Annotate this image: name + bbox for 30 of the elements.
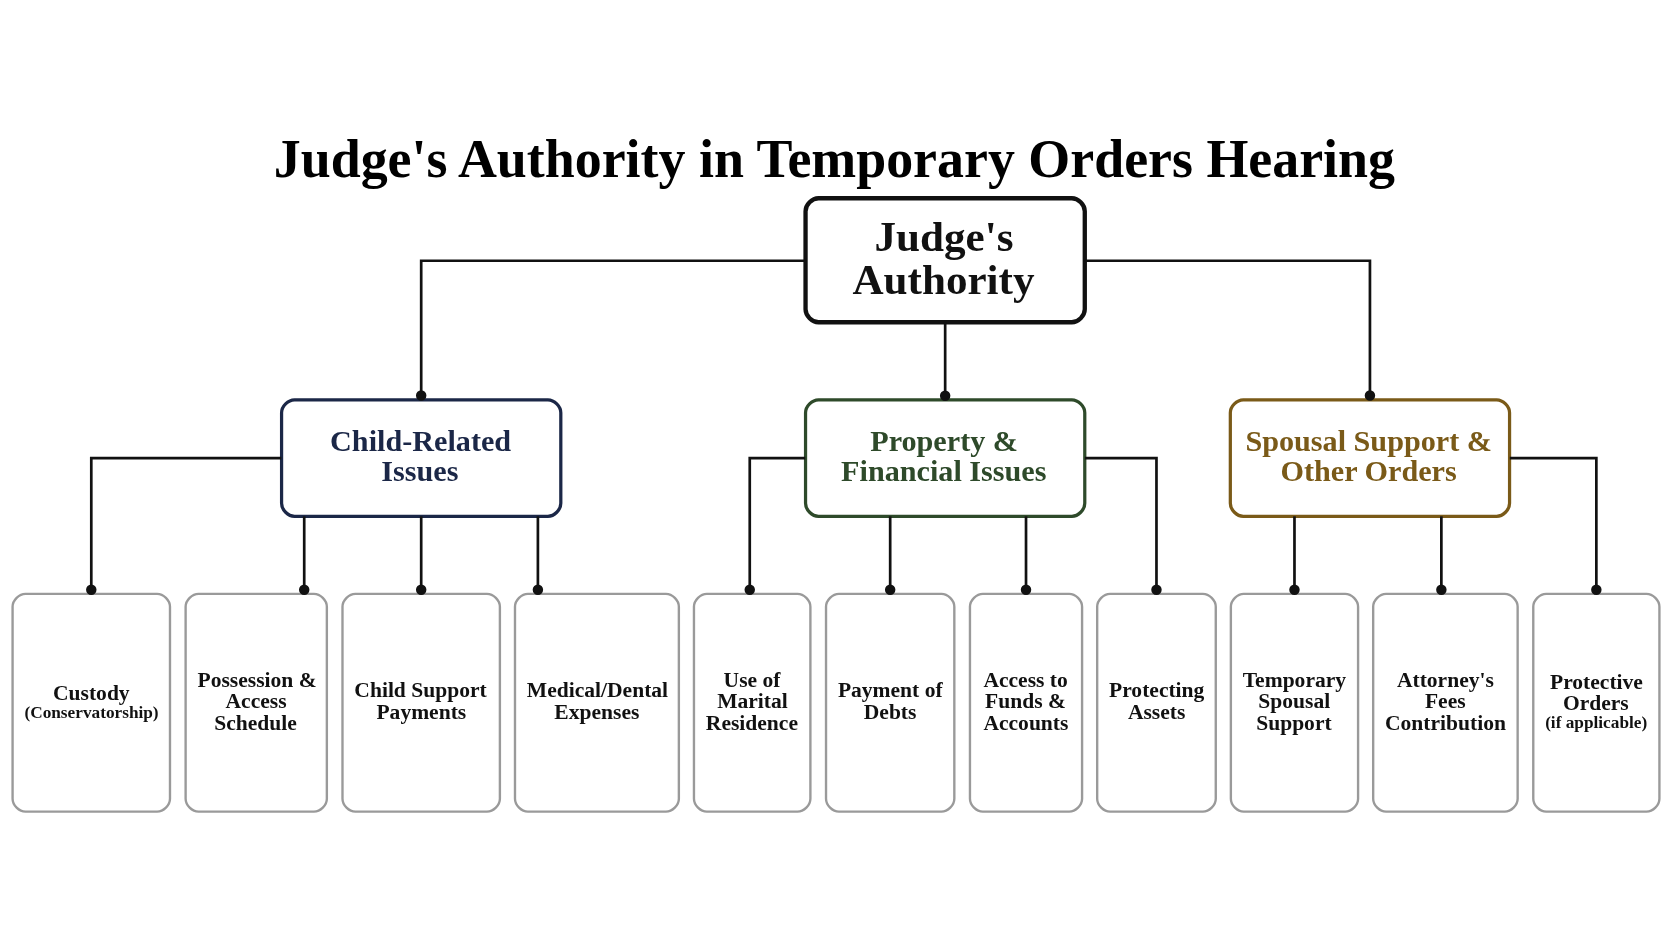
diagram-title: Judge's Authority in Temporary Orders Hearing — [273, 128, 1396, 189]
connector — [939, 321, 951, 401]
node-box: Child Support Payments — [341, 592, 502, 813]
connector — [1020, 515, 1032, 595]
node-box: Spousal Support & Other Orders — [1228, 397, 1512, 518]
node-box: Access to Funds & Accounts — [968, 592, 1084, 813]
node-box: Protective Orders (if applicable) — [1532, 592, 1661, 813]
node-box: Protecting Assets — [1096, 592, 1217, 813]
node-box: Judge's Authority — [803, 195, 1087, 324]
node-box: Custody (Conservatorship) — [11, 592, 172, 813]
node-box: Temporary Spousal Support — [1229, 592, 1360, 813]
connector — [884, 515, 896, 595]
node-box: Attorney's Fees Contribution — [1372, 592, 1519, 813]
connector — [86, 456, 282, 595]
node-box: Payment of Debts — [824, 592, 956, 813]
connector — [1509, 456, 1602, 595]
connector — [1084, 456, 1162, 595]
connector — [1289, 515, 1300, 595]
connector — [415, 258, 806, 401]
connector — [1084, 258, 1376, 401]
connector — [415, 515, 427, 595]
node-box: Property & Financial Issues — [803, 397, 1087, 518]
connector — [298, 515, 310, 595]
connector — [744, 456, 806, 595]
connector — [1436, 515, 1447, 595]
node-box: Medical/Dental Expenses — [513, 592, 681, 813]
connector — [532, 515, 544, 595]
node-box: Use of Marital Residence — [692, 592, 812, 813]
node-box: Possession & Access Schedule — [184, 592, 329, 813]
node-box: Child-Related Issues — [279, 397, 563, 518]
